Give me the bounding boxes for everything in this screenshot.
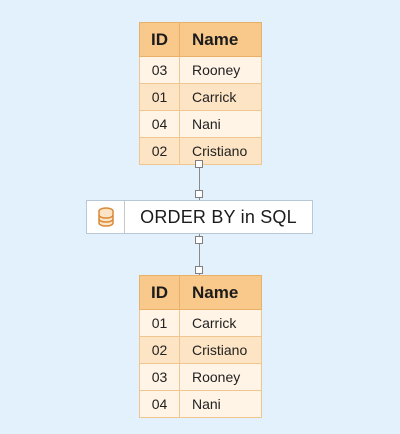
- table-row: 01 Carrick: [139, 84, 262, 111]
- table-row: 03 Rooney: [139, 57, 262, 84]
- cell-id: 04: [140, 111, 180, 137]
- cell-id: 03: [140, 57, 180, 83]
- table-row: 04 Nani: [139, 111, 262, 138]
- output-table-header: ID Name: [139, 275, 262, 310]
- cell-name: Rooney: [192, 62, 241, 78]
- cell-id: 02: [140, 337, 180, 363]
- node-label: ORDER BY in SQL: [140, 206, 297, 227]
- cell-name: Rooney: [192, 369, 241, 385]
- header-id: ID: [140, 23, 180, 56]
- cell-name: Carrick: [192, 315, 237, 331]
- header-name: Name: [192, 29, 239, 49]
- cell-name: Carrick: [192, 89, 237, 105]
- cell-name: Cristiano: [192, 342, 248, 358]
- input-table: ID Name 03 Rooney 01 Carrick 04 Nani 02 …: [139, 22, 262, 165]
- connector-handle[interactable]: [195, 266, 203, 274]
- input-table-header: ID Name: [139, 22, 262, 57]
- connector-line-bottom: [199, 234, 200, 275]
- cell-id: 01: [140, 310, 180, 336]
- cell-id: 01: [140, 84, 180, 110]
- order-by-node[interactable]: ORDER BY in SQL: [86, 200, 313, 234]
- cell-id: 04: [140, 391, 180, 417]
- database-icon: [97, 207, 114, 227]
- output-table: ID Name 01 Carrick 02 Cristiano 03 Roone…: [139, 275, 262, 418]
- cell-name: Nani: [192, 116, 221, 132]
- cell-id: 02: [140, 138, 180, 164]
- cell-id: 03: [140, 364, 180, 390]
- header-id: ID: [140, 276, 180, 309]
- table-row: 03 Rooney: [139, 364, 262, 391]
- node-icon-box: [87, 201, 125, 233]
- cell-name: Nani: [192, 396, 221, 412]
- table-row: 04 Nani: [139, 391, 262, 418]
- connector-handle[interactable]: [195, 190, 203, 198]
- header-name: Name: [192, 282, 239, 302]
- connector-handle[interactable]: [195, 160, 203, 168]
- connector-line-top: [199, 164, 200, 200]
- connector-handle[interactable]: [195, 236, 203, 244]
- cell-name: Cristiano: [192, 143, 248, 159]
- table-row: 02 Cristiano: [139, 337, 262, 364]
- table-row: 01 Carrick: [139, 310, 262, 337]
